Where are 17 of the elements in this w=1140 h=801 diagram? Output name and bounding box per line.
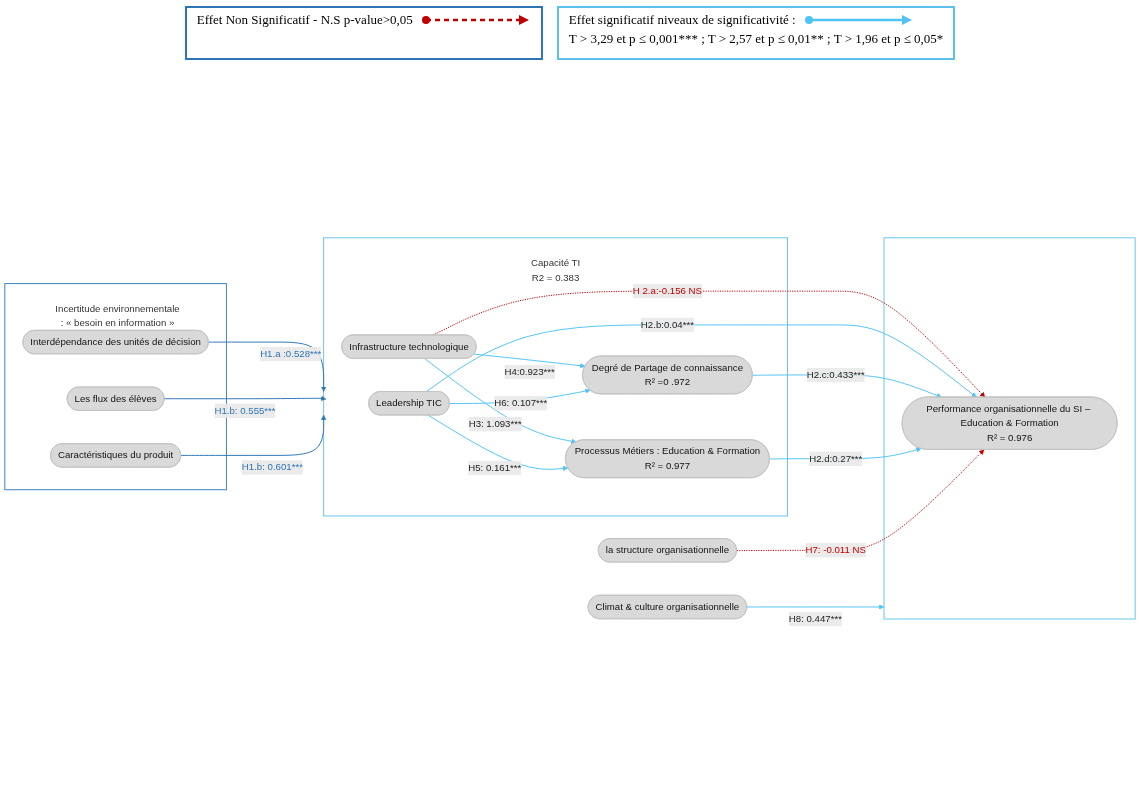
legend-text: Effet significatif niveaux de significativité :: [568, 12, 796, 28]
edge-label: H7: -0.011 NS: [805, 545, 866, 556]
legend-text: Effet Non Significatif - N.S p-value>0,05: [196, 12, 413, 28]
edge-label: H1.b: 0.601***: [241, 462, 303, 473]
edge-label: H3: 1.093***: [468, 419, 522, 430]
cluster: [883, 237, 1136, 620]
edge-label: H2.d:0.27***: [809, 453, 863, 464]
edge-label: H4:0.923***: [504, 367, 555, 378]
edge-label: H6: 0.107***: [494, 398, 548, 409]
edge-label: H8: 0.447***: [788, 614, 842, 625]
edge-label: H1.b: 0.555***: [214, 405, 276, 417]
edge-label: H2.c:0.433***: [806, 369, 865, 381]
edge-label: H1.a :0.528***: [260, 349, 322, 360]
significance-note: T > 3,29 et p ≤ 0,001*** ; T > 2,57 et p ≤ 0,01** ; T > 1,96 et p ≤ 0,05*: [568, 31, 944, 47]
edge-label: H2.b:0.04***: [640, 319, 694, 331]
edge-label: H 2.a:-0.156 NS: [632, 286, 702, 297]
edge-label: H5: 0.161***: [468, 463, 522, 474]
